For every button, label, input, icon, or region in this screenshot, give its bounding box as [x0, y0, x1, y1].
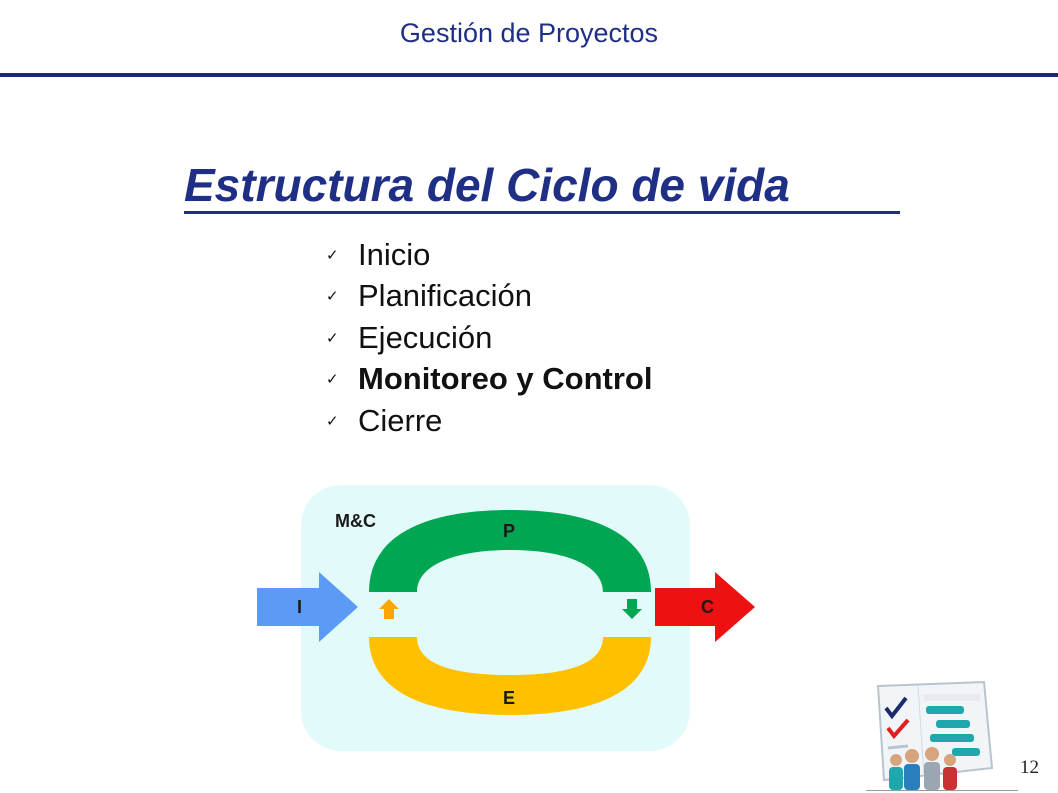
monitor-control-label: M&C [335, 511, 376, 531]
header-title: Gestión de Proyectos [399, 18, 659, 48]
phase-label: Ejecución [358, 319, 493, 355]
gantt-bar [936, 720, 970, 728]
planning-label: P [503, 521, 515, 541]
slide-title: Estructura del Ciclo de vida [184, 159, 803, 211]
phase-label: Inicio [358, 236, 431, 272]
person-icon [905, 749, 919, 763]
closing-arrow [655, 572, 755, 642]
checkmark-icon: ✓ [326, 328, 339, 347]
gantt-bar [952, 748, 980, 756]
phase-label: Monitoreo y Control [358, 361, 653, 397]
gantt-bar [930, 734, 974, 742]
header-divider [0, 73, 1058, 77]
list-item: ✓ Planificación [326, 276, 652, 318]
person-icon [890, 754, 902, 766]
execution-arc [369, 637, 651, 715]
down-arrow-icon [622, 599, 642, 619]
gantt-bar [926, 706, 964, 714]
list-item: ✓ Inicio [326, 234, 652, 276]
up-arrow-icon [379, 599, 399, 619]
footer-divider [866, 790, 1018, 791]
initiation-label: I [297, 597, 302, 617]
person-icon [944, 754, 956, 766]
check-icon [886, 718, 910, 740]
life-cycle-diagram: M&C P E I C [257, 485, 755, 751]
checkmark-icon: ✓ [326, 287, 339, 306]
page-number: 12 [1020, 757, 1039, 778]
list-item: ✓ Ejecución [326, 317, 652, 359]
person-icon [925, 747, 939, 761]
phase-label: Cierre [358, 402, 443, 438]
list-item: ✓ Cierre [326, 400, 652, 442]
checkmark-icon: ✓ [326, 370, 339, 389]
execution-label: E [503, 688, 515, 708]
phase-list: ✓ Inicio ✓ Planificación ✓ Ejecución ✓ M… [326, 234, 652, 442]
phase-label: Planificación [358, 278, 533, 314]
checkmark-icon: ✓ [326, 245, 339, 264]
checkmark-icon: ✓ [326, 411, 339, 430]
project-planning-clipart [876, 680, 994, 790]
list-item: ✓ Monitoreo y Control [326, 359, 652, 401]
title-underline [184, 211, 900, 214]
initiation-arrow [257, 572, 358, 642]
closing-label: C [701, 597, 714, 617]
check-icon [884, 696, 908, 720]
planning-arc [369, 510, 651, 592]
